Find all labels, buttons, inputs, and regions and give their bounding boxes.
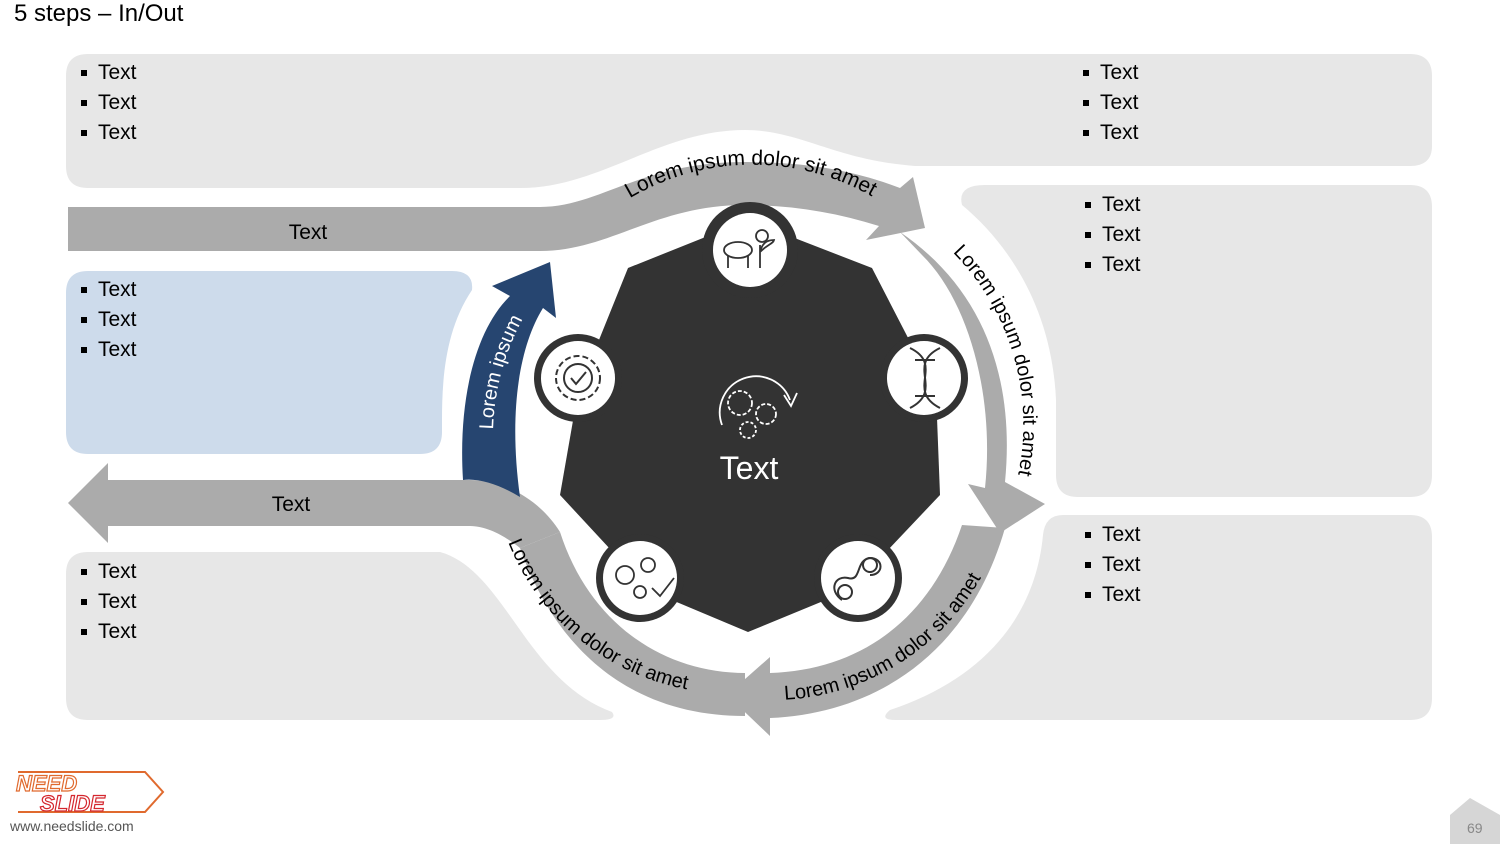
gears-check-icon <box>615 557 675 599</box>
panel-bottom-left <box>66 552 614 720</box>
list-item: Text <box>1080 58 1139 88</box>
cycle-arrow-bottom-left <box>520 532 745 716</box>
logo-line2: SLIDE <box>40 791 106 816</box>
gears-cycle-icon <box>718 375 798 439</box>
list-item: Text <box>1080 88 1139 118</box>
list-item: Text <box>78 275 137 305</box>
panel-bottom-right <box>885 515 1432 720</box>
page-number: 69 <box>1467 820 1483 836</box>
list-item: Text <box>78 617 137 647</box>
icon-node-bottom-left[interactable] <box>596 534 684 622</box>
list-item: Text <box>1082 520 1141 550</box>
list-item: Text <box>78 557 137 587</box>
list-item: Text <box>1082 190 1141 220</box>
dna-icon <box>909 347 941 409</box>
list-item: Text <box>78 305 137 335</box>
list-item: Text <box>78 88 137 118</box>
bullets-bottom-right: Text Text Text <box>1082 520 1141 610</box>
input-flow-label: Text <box>289 221 328 244</box>
icon-node-left[interactable] <box>534 334 622 422</box>
footer-url: www.needslide.com <box>10 818 134 834</box>
feedback-arrow[interactable] <box>462 262 556 497</box>
hub-label: Text <box>720 450 779 486</box>
cycle-hub <box>560 220 940 632</box>
list-item: Text <box>1082 580 1141 610</box>
icon-node-bottom-right[interactable] <box>814 534 902 622</box>
slide-title: 5 steps – In/Out <box>14 0 184 27</box>
bullets-top-left: Text Text Text <box>78 58 137 148</box>
icon-node-right[interactable] <box>880 334 968 422</box>
page-badge <box>1450 798 1500 844</box>
list-item: Text <box>1082 250 1141 280</box>
list-item: Text <box>1082 550 1141 580</box>
logo-line1: NEED <box>16 771 77 796</box>
farm-plant-icon <box>723 229 776 268</box>
list-item: Text <box>78 118 137 148</box>
panel-top <box>66 54 1432 188</box>
output-flow-label: Text <box>272 493 311 516</box>
list-item: Text <box>78 587 137 617</box>
list-item: Text <box>78 335 137 365</box>
panel-mid-right <box>961 185 1432 497</box>
list-item: Text <box>1082 220 1141 250</box>
gear-check-icon <box>555 355 601 401</box>
cycle-arrow-right <box>900 232 1045 533</box>
cycle-arrow-bottom-right <box>727 525 1005 736</box>
output-flow-arrow <box>68 463 560 548</box>
infinity-gears-icon <box>833 556 882 601</box>
icon-node-top[interactable] <box>702 202 798 298</box>
input-flow-arrow <box>68 162 925 251</box>
needslide-logo: NEED SLIDE <box>15 770 165 817</box>
list-item: Text <box>1080 118 1139 148</box>
bullets-top-right: Text Text Text <box>1080 58 1139 148</box>
panel-mid-left <box>66 271 473 454</box>
bullets-mid-left: Text Text Text <box>78 275 137 365</box>
bullets-bottom-left: Text Text Text <box>78 557 137 647</box>
bullets-mid-right: Text Text Text <box>1082 190 1141 280</box>
list-item: Text <box>78 58 137 88</box>
